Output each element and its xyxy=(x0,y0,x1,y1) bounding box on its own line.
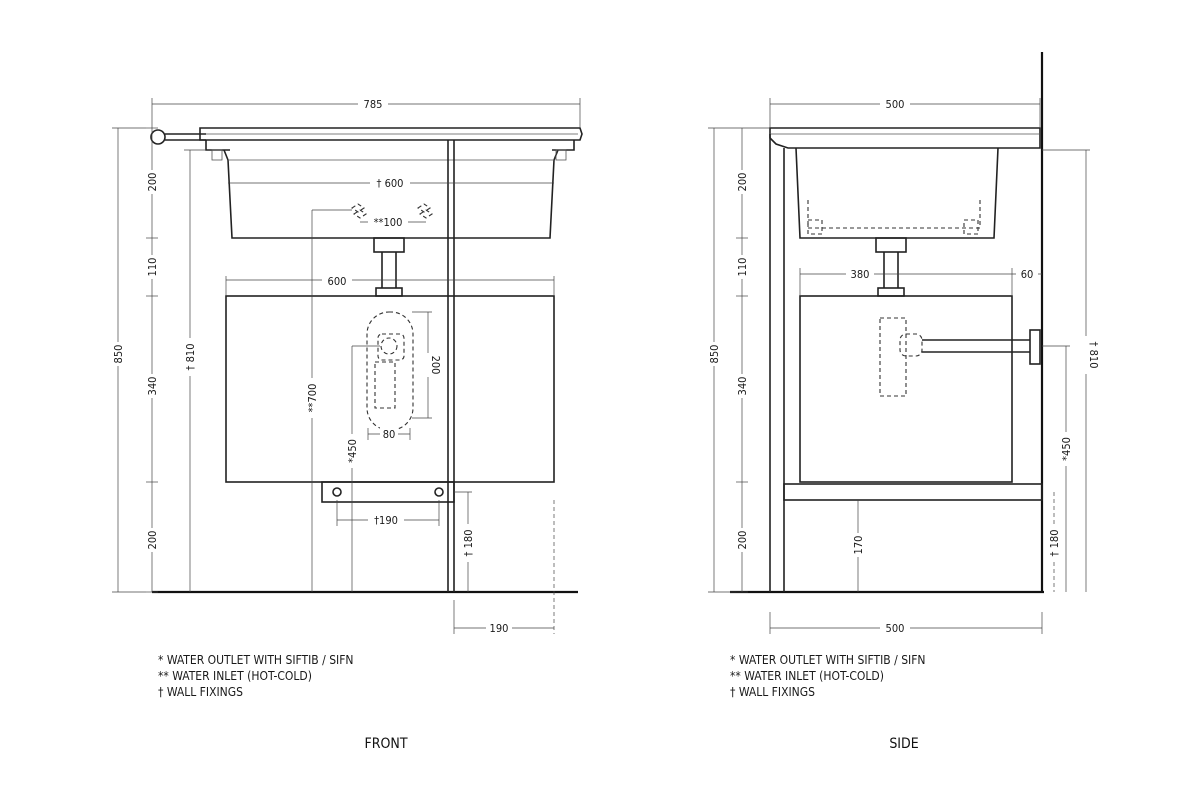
front-siphon xyxy=(366,311,414,431)
front-dim-190-bracket: †190 xyxy=(336,500,440,527)
side-dim-180: † 180 xyxy=(1046,492,1062,592)
side-dim-450-label: *450 xyxy=(1060,437,1073,461)
side-h-200-top: 200 xyxy=(736,173,749,192)
side-dim-170: 170 xyxy=(850,500,866,592)
side-h-340: 340 xyxy=(736,377,749,396)
front-dim-450-label: *450 xyxy=(346,439,359,463)
side-dim-170-label: 170 xyxy=(852,536,865,555)
front-h-200-top: 200 xyxy=(146,173,159,192)
front-water-inlet-icon xyxy=(351,203,433,219)
side-legend-line-1: * WATER OUTLET WITH SIFTIB / SIFN xyxy=(730,653,926,667)
front-dim-785: 785 xyxy=(151,96,581,128)
front-dim-100-label: **100 xyxy=(374,216,403,229)
side-legend-line-3: † WALL FIXINGS xyxy=(730,685,815,699)
side-dim-500-bottom-label: 500 xyxy=(886,622,905,635)
side-dim-60: 60 xyxy=(890,267,1042,296)
front-dim-600-fixings-label: † 600 xyxy=(377,177,404,190)
front-legend-line-3: † WALL FIXINGS xyxy=(158,685,243,699)
front-dim-450: *450 xyxy=(344,345,380,592)
front-h-850: 850 xyxy=(112,345,125,364)
side-drain-pipe xyxy=(875,237,907,297)
side-h-200-bottom: 200 xyxy=(736,531,749,550)
front-dim-200-outlet: 200 xyxy=(412,311,442,419)
front-dim-200-outlet-label: 200 xyxy=(429,356,442,375)
front-total-height: 850 xyxy=(110,127,146,593)
side-h-850: 850 xyxy=(708,345,721,364)
front-dim-600-cabinet-label: 600 xyxy=(328,275,347,288)
front-dim-180: † 180 xyxy=(454,491,476,592)
side-dim-380-label: 380 xyxy=(851,268,870,281)
front-legend: * WATER OUTLET WITH SIFTIB / SIFN ** WAT… xyxy=(158,653,354,699)
front-dim-190-offset: 190 xyxy=(453,500,555,635)
front-wall-bracket xyxy=(321,481,455,503)
front-h-340: 340 xyxy=(146,377,159,396)
side-dim-500-top: 500 xyxy=(769,96,1041,128)
front-dim-600-fixings: † 600 xyxy=(228,175,554,190)
front-dim-600-cabinet: 600 xyxy=(225,273,555,296)
front-dim-700-label: **700 xyxy=(306,384,319,413)
side-total-height: 850 xyxy=(706,127,736,593)
front-dim-785-label: 785 xyxy=(364,98,383,111)
front-dim-810: † 810 xyxy=(182,149,206,592)
front-legend-line-1: * WATER OUTLET WITH SIFTIB / SIFN xyxy=(158,653,354,667)
front-dim-190-bracket-label: †190 xyxy=(374,514,398,527)
side-height-chain: 200 110 340 200 xyxy=(734,127,770,593)
front-h-110: 110 xyxy=(146,258,159,277)
side-dim-60-label: 60 xyxy=(1021,268,1034,281)
side-dim-810-label: † 810 xyxy=(1087,342,1100,369)
side-dim-180-label: † 180 xyxy=(1048,530,1061,557)
front-dim-810-label: † 810 xyxy=(184,344,197,371)
front-dim-100: **100 xyxy=(360,215,426,229)
side-dim-380: 380 xyxy=(799,267,890,296)
side-dim-500-top-label: 500 xyxy=(886,98,905,111)
front-towel-rail xyxy=(150,129,206,145)
side-cabinet xyxy=(799,295,1013,483)
side-shelf xyxy=(783,483,1043,501)
front-drain-pipe xyxy=(373,237,405,297)
side-dim-450: *450 xyxy=(1042,345,1074,592)
side-h-110: 110 xyxy=(736,258,749,277)
side-legend-line-2: ** WATER INLET (HOT-COLD) xyxy=(730,669,884,683)
front-legend-line-2: ** WATER INLET (HOT-COLD) xyxy=(158,669,312,683)
front-dim-190-offset-label: 190 xyxy=(490,622,509,635)
side-dim-500-bottom: 500 xyxy=(769,612,1043,635)
side-view: 500 380 60 † 810 *450 xyxy=(706,52,1100,752)
front-h-200-bottom: 200 xyxy=(146,531,159,550)
front-cabinet xyxy=(225,295,555,483)
front-dim-80: 80 xyxy=(367,427,411,441)
front-view: 785 † 600 **100 600 200 xyxy=(110,96,583,752)
front-dim-180-label: † 180 xyxy=(462,530,475,557)
front-height-chain: 200 110 340 200 xyxy=(144,127,160,593)
side-dim-810: † 810 xyxy=(1042,149,1100,592)
front-view-title: FRONT xyxy=(364,736,407,752)
front-dim-80-label: 80 xyxy=(383,428,396,441)
side-siphon xyxy=(879,317,1041,397)
side-legend: * WATER OUTLET WITH SIFTIB / SIFN ** WAT… xyxy=(730,653,926,699)
side-basin xyxy=(769,127,1041,239)
side-view-title: SIDE xyxy=(889,736,918,752)
front-dim-700: **700 xyxy=(304,209,352,592)
